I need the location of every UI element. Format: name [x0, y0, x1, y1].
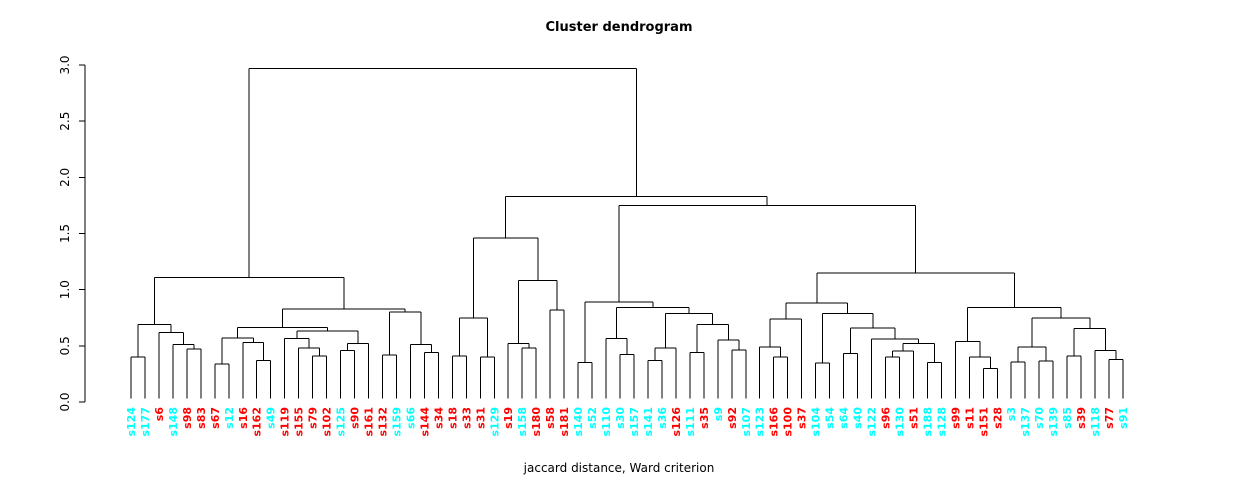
- chart-caption: jaccard distance, Ward criterion: [523, 461, 715, 475]
- leaf-label: s49: [265, 407, 278, 429]
- leaf-label: s30: [614, 407, 627, 429]
- leaf-label: s36: [656, 407, 669, 429]
- leaf-label: s70: [1033, 407, 1046, 429]
- leaf-label: s35: [698, 407, 711, 429]
- leaf-label: s54: [824, 407, 837, 429]
- leaf-label: s159: [390, 407, 403, 437]
- leaf-label: s51: [907, 407, 920, 429]
- leaf-label: s107: [740, 407, 753, 437]
- y-axis-tick-label: 1.5: [58, 224, 72, 243]
- leaf-label: s139: [1047, 407, 1060, 437]
- leaf-label: s130: [893, 407, 906, 437]
- leaf-label: s19: [502, 407, 515, 429]
- leaf-label: s155: [293, 407, 306, 437]
- leaf-label: s79: [307, 407, 320, 429]
- leaf-label: s119: [279, 407, 292, 437]
- leaf-label: s31: [474, 407, 487, 429]
- leaf-label: s141: [642, 407, 655, 437]
- leaf-label: s129: [488, 407, 501, 437]
- leaf-label: s161: [363, 407, 376, 437]
- leaf-label: s28: [991, 407, 1004, 429]
- leaf-label: s111: [684, 407, 697, 437]
- leaf-label: s181: [558, 407, 571, 437]
- leaf-label: s96: [879, 407, 892, 429]
- leaf-label: s126: [670, 407, 683, 437]
- leaf-label: s122: [866, 407, 879, 437]
- leaf-label: s140: [572, 407, 585, 437]
- leaf-label: s137: [1019, 407, 1032, 437]
- leaf-label: s85: [1061, 407, 1074, 429]
- leaf-label: s128: [935, 407, 948, 437]
- leaf-label: s99: [949, 407, 962, 429]
- leaf-label: s148: [167, 407, 180, 437]
- y-axis-tick-label: 0.0: [58, 392, 72, 411]
- leaf-label: s98: [181, 407, 194, 429]
- leaf-label: s6: [153, 407, 166, 422]
- leaf-label: s18: [446, 407, 459, 429]
- leaf-label: s151: [977, 407, 990, 437]
- leaf-label: s125: [335, 407, 348, 437]
- leaf-label: s180: [530, 407, 543, 437]
- leaf-label: s110: [600, 407, 613, 437]
- leaf-label: s118: [1089, 407, 1102, 437]
- chart-title: Cluster dendrogram: [545, 20, 693, 35]
- y-axis-tick-label: 2.5: [58, 112, 72, 131]
- leaf-label: s37: [796, 407, 809, 429]
- y-axis-tick-label: 0.5: [58, 336, 72, 355]
- leaf-label: s39: [1075, 407, 1088, 429]
- leaf-label: s90: [349, 407, 362, 429]
- leaf-label: s83: [195, 407, 208, 429]
- leaf-label: s166: [768, 407, 781, 437]
- leaf-label: s12: [223, 407, 236, 429]
- y-axis-tick-label: 2.0: [58, 168, 72, 187]
- leaf-label: s3: [1005, 407, 1018, 421]
- leaf-label: s91: [1117, 407, 1130, 429]
- leaf-label: s11: [963, 407, 976, 429]
- leaf-label: s66: [404, 407, 417, 429]
- y-axis-tick-label: 3.0: [58, 55, 72, 74]
- leaf-label: s77: [1103, 407, 1116, 429]
- leaf-label: s64: [838, 407, 851, 429]
- leaf-label: s92: [726, 407, 739, 429]
- leaf-label: s123: [754, 407, 767, 437]
- leaf-label: s157: [628, 407, 641, 437]
- leaf-label: s9: [712, 407, 725, 421]
- leaf-label: s34: [432, 407, 445, 429]
- leaf-label: s188: [921, 407, 934, 437]
- leaf-label: s52: [586, 407, 599, 429]
- leaf-label: s33: [460, 407, 473, 429]
- leaf-label: s162: [251, 407, 264, 437]
- leaf-label: s67: [209, 407, 222, 429]
- leaf-label: s100: [782, 407, 795, 437]
- leaf-label: s177: [139, 407, 152, 437]
- leaf-label: s40: [852, 407, 865, 429]
- leaf-label: s158: [516, 407, 529, 437]
- leaf-label: s16: [237, 407, 250, 429]
- leaf-label: s104: [810, 407, 823, 437]
- leaf-label: s102: [321, 407, 334, 437]
- leaf-label: s132: [376, 407, 389, 437]
- leaf-label: s144: [418, 407, 431, 437]
- y-axis-tick-label: 1.0: [58, 280, 72, 299]
- leaf-label: s124: [125, 407, 138, 437]
- leaf-label: s58: [544, 407, 557, 429]
